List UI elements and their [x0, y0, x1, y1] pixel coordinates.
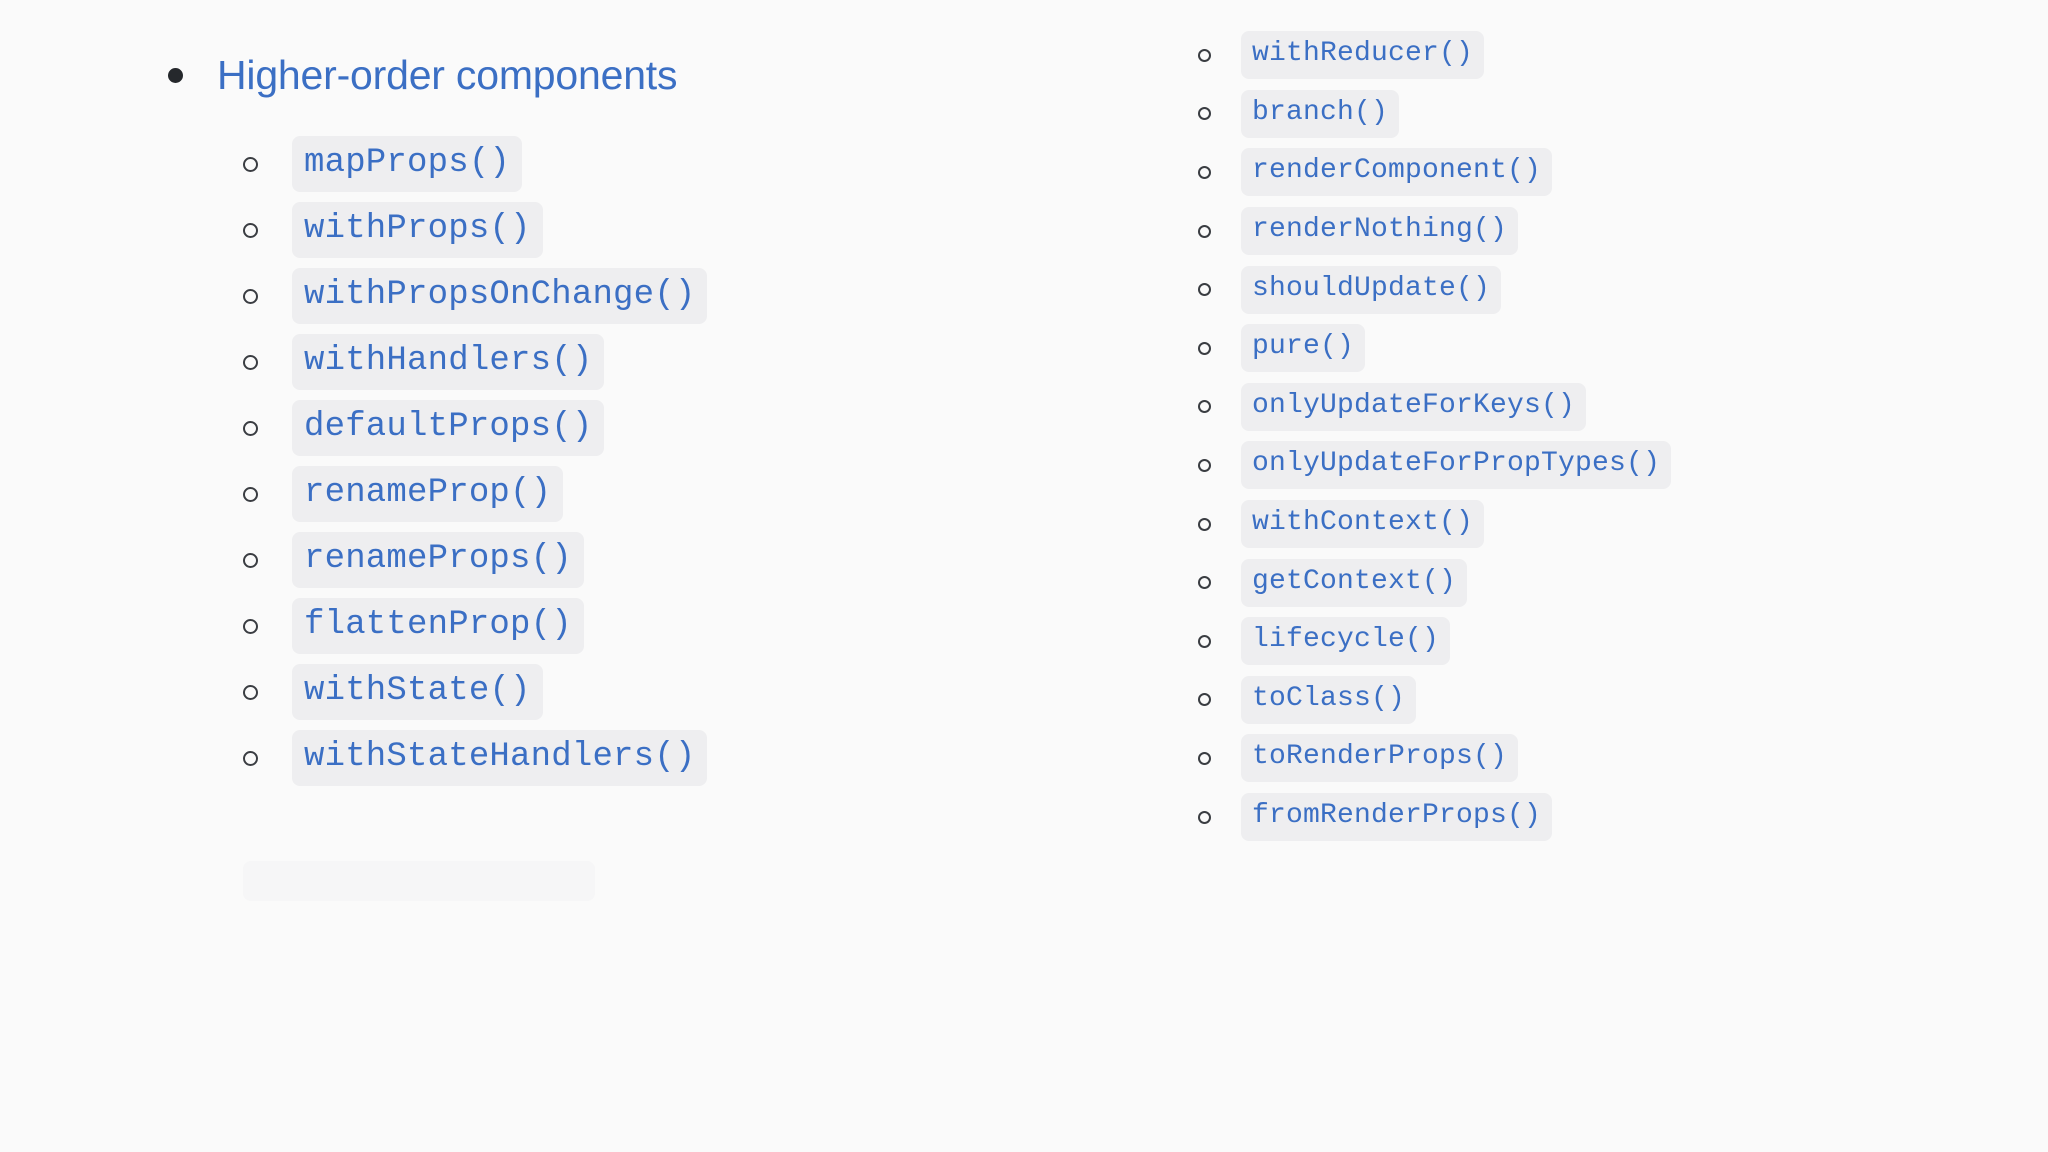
list-item: withState()	[243, 659, 707, 725]
code-link-renameProp[interactable]: renameProp()	[292, 466, 564, 522]
code-link-pure[interactable]: pure()	[1241, 324, 1366, 373]
circle-bullet-icon	[243, 354, 258, 370]
code-link-shouldUpdate[interactable]: shouldUpdate()	[1241, 265, 1502, 314]
code-link-branch[interactable]: branch()	[1241, 89, 1400, 138]
list-item: withHandlers()	[243, 329, 707, 395]
circle-bullet-icon	[1198, 224, 1211, 238]
circle-bullet-icon	[243, 618, 258, 634]
circle-bullet-icon	[1198, 693, 1211, 707]
code-link-withProps[interactable]: withProps()	[292, 202, 543, 258]
hoc-list-left: mapProps() withProps() withPropsOnChange…	[243, 131, 708, 791]
code-link-defaultProps[interactable]: defaultProps()	[292, 400, 605, 456]
list-item: onlyUpdateForPropTypes()	[1198, 436, 1672, 495]
list-item: getContext()	[1198, 553, 1671, 612]
list-item: pure()	[1198, 319, 1671, 378]
circle-bullet-icon	[243, 684, 258, 700]
circle-bullet-icon	[1198, 517, 1211, 531]
list-item: defaultProps()	[243, 395, 707, 461]
circle-bullet-icon	[1198, 751, 1211, 765]
list-item: mapProps()	[243, 131, 707, 197]
code-link-flattenProp[interactable]: flattenProp()	[292, 598, 584, 654]
hoc-list-right: withReducer() branch() renderComponent()…	[1198, 26, 1672, 847]
circle-bullet-icon	[1198, 48, 1211, 62]
circle-bullet-icon	[243, 552, 258, 568]
outline-column-left: Higher-order components mapProps() withP…	[168, 52, 708, 901]
list-item: withContext()	[1198, 495, 1671, 554]
list-item: branch()	[1198, 85, 1671, 144]
list-item: renameProp()	[243, 461, 707, 527]
code-link-renameProps[interactable]: renameProps()	[292, 532, 584, 588]
list-item: fromRenderProps()	[1198, 788, 1671, 847]
clipped-chip-edge	[243, 861, 595, 901]
code-link-fromRenderProps[interactable]: fromRenderProps()	[1241, 793, 1553, 842]
disc-bullet-icon	[168, 68, 183, 84]
list-item: renderNothing()	[1198, 202, 1671, 261]
code-link-withState[interactable]: withState()	[292, 664, 543, 720]
circle-bullet-icon	[243, 156, 258, 172]
circle-bullet-icon	[243, 222, 258, 238]
code-link-lifecycle[interactable]: lifecycle()	[1241, 617, 1451, 666]
circle-bullet-icon	[243, 486, 258, 502]
list-item: withReducer()	[1198, 26, 1671, 85]
list-item: shouldUpdate()	[1198, 260, 1671, 319]
code-link-toRenderProps[interactable]: toRenderProps()	[1241, 734, 1519, 783]
list-item: withPropsOnChange()	[243, 263, 708, 329]
list-item: toRenderProps()	[1198, 729, 1671, 788]
circle-bullet-icon	[1198, 165, 1211, 179]
circle-bullet-icon	[243, 750, 258, 766]
outline-column-right: withReducer() branch() renderComponent()…	[1160, 0, 2048, 1152]
code-link-getContext[interactable]: getContext()	[1241, 558, 1468, 607]
code-link-withPropsOnChange[interactable]: withPropsOnChange()	[292, 268, 708, 324]
code-link-mapProps[interactable]: mapProps()	[292, 136, 523, 192]
list-item: lifecycle()	[1198, 612, 1671, 671]
circle-bullet-icon	[1198, 107, 1211, 121]
list-item: onlyUpdateForKeys()	[1198, 378, 1671, 437]
list-item: renameProps()	[243, 527, 707, 593]
circle-bullet-icon	[1198, 400, 1211, 414]
code-link-toClass[interactable]: toClass()	[1241, 675, 1417, 724]
code-link-withHandlers[interactable]: withHandlers()	[292, 334, 605, 390]
code-link-withContext[interactable]: withContext()	[1241, 500, 1485, 549]
code-link-onlyUpdateForPropTypes[interactable]: onlyUpdateForPropTypes()	[1241, 441, 1672, 490]
circle-bullet-icon	[1198, 341, 1211, 355]
list-item: renderComponent()	[1198, 143, 1671, 202]
code-link-onlyUpdateForKeys[interactable]: onlyUpdateForKeys()	[1241, 382, 1587, 431]
list-item: withProps()	[243, 197, 707, 263]
circle-bullet-icon	[243, 420, 258, 436]
higher-order-components-link[interactable]: Higher-order components	[217, 52, 678, 98]
circle-bullet-icon	[1198, 810, 1211, 824]
list-item: toClass()	[1198, 671, 1671, 730]
code-link-renderNothing[interactable]: renderNothing()	[1241, 207, 1519, 256]
circle-bullet-icon	[1198, 283, 1211, 297]
circle-bullet-icon	[1198, 634, 1211, 648]
circle-bullet-icon	[243, 288, 258, 304]
top-level-row[interactable]: Higher-order components	[168, 52, 677, 99]
code-link-renderComponent[interactable]: renderComponent()	[1241, 148, 1553, 197]
code-link-withStateHandlers[interactable]: withStateHandlers()	[292, 730, 708, 786]
circle-bullet-icon	[1198, 576, 1211, 590]
list-item: withStateHandlers()	[243, 725, 708, 791]
list-item: flattenProp()	[243, 593, 707, 659]
code-link-withReducer[interactable]: withReducer()	[1241, 31, 1485, 80]
circle-bullet-icon	[1198, 458, 1211, 472]
